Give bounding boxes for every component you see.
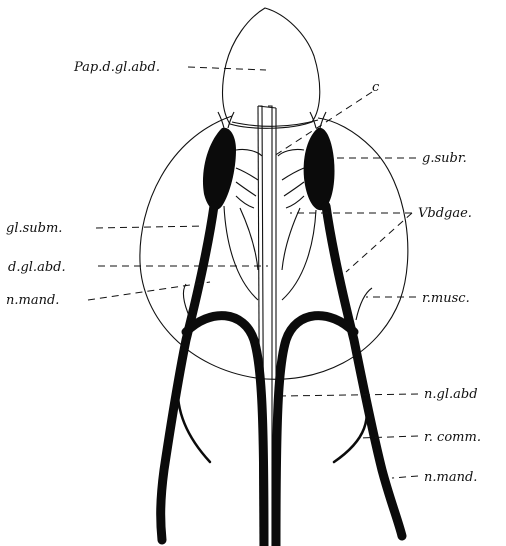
label-n-mand-right: n.mand.: [424, 470, 477, 485]
ganglion-left: [203, 128, 236, 210]
label-c: c: [372, 80, 380, 95]
label-gl-subm: gl.subm.: [6, 221, 62, 236]
label-g-subr: g.subr.: [422, 151, 467, 166]
label-n-gl-abd: n.gl.abd: [424, 387, 478, 402]
label-r-musc: r.musc.: [422, 291, 470, 306]
label-vbdgae: Vbdgae.: [418, 206, 472, 221]
nerve-left-branch: [186, 316, 264, 546]
nerve-right-twig: [356, 288, 372, 320]
papilla-outline: [223, 8, 320, 128]
label-papilla: Pap.d.gl.abd.: [73, 60, 160, 75]
label-d-gl-abd: d.gl.abd.: [8, 260, 66, 275]
capsule-outline: [140, 116, 408, 379]
label-n-mand-left: n.mand.: [6, 293, 59, 308]
label-r-comm: r. comm.: [424, 430, 481, 445]
nerve-right-branch: [276, 316, 354, 546]
ganglion-right: [304, 128, 335, 210]
nerve-left-main: [161, 206, 214, 540]
capsule-edge: [232, 120, 318, 126]
nerve-left-thin: [178, 384, 210, 462]
